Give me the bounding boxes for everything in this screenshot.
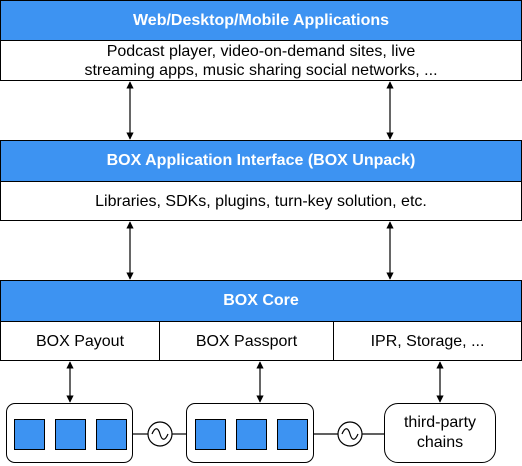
core-header: BOX Core	[0, 280, 522, 322]
core-cell-storage: IPR, Storage, ...	[333, 321, 522, 361]
ac-connector-icon	[133, 421, 186, 447]
core-title: BOX Core	[223, 292, 299, 309]
block-icon	[14, 419, 45, 450]
applications-header: Web/Desktop/Mobile Applications	[0, 0, 522, 41]
blockchain-group-left	[6, 403, 133, 463]
applications-desc-line1: Podcast player, video-on-demand sites, l…	[106, 42, 416, 60]
applications-desc-line2: streaming apps, music sharing social net…	[84, 61, 438, 79]
core-cell-passport: BOX Passport	[159, 321, 334, 361]
core-cell-payout-label: BOX Payout	[35, 332, 125, 350]
app-interface-desc-text: Libraries, SDKs, plugins, turn-key solut…	[95, 192, 427, 210]
applications-title: Web/Desktop/Mobile Applications	[132, 11, 390, 29]
applications-description: Podcast player, video-on-demand sites, l…	[0, 40, 522, 81]
third-party-line2: chains	[416, 434, 464, 451]
app-interface-title: BOX Application Interface (BOX Unpack)	[106, 152, 416, 169]
third-party-chains: third-party chains	[384, 403, 496, 463]
core-cell-payout: BOX Payout	[0, 321, 160, 361]
core-cell-storage-label: IPR, Storage, ...	[370, 332, 485, 350]
ac-connector-icon	[314, 421, 384, 447]
block-icon	[277, 419, 308, 450]
app-interface-description: Libraries, SDKs, plugins, turn-key solut…	[0, 181, 522, 221]
blockchain-group-middle	[186, 403, 314, 463]
block-icon	[195, 419, 226, 450]
block-icon	[96, 419, 127, 450]
core-cell-passport-label: BOX Passport	[195, 332, 298, 350]
block-icon	[236, 419, 267, 450]
block-icon	[55, 419, 86, 450]
third-party-line1: third-party	[403, 414, 477, 431]
